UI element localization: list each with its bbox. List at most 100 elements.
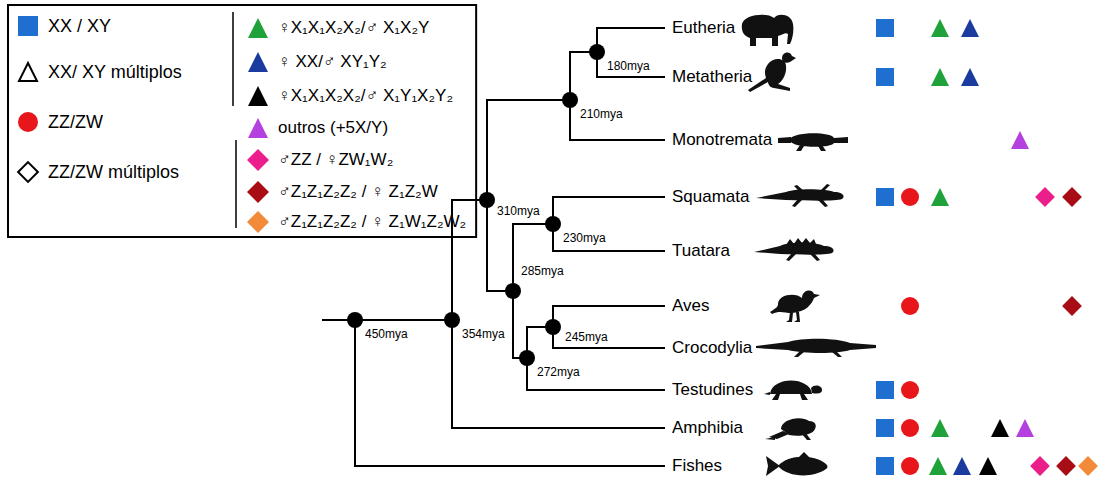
silhouette-part	[770, 291, 820, 314]
sex-system-marker	[991, 419, 1009, 437]
sex-system-marker	[961, 68, 979, 86]
sex-system-marker	[876, 381, 894, 399]
legend-swatch	[246, 84, 270, 108]
legend-text: ♂Z₁Z₁Z₂Z₂ / ♀ Z₁W₁Z₂W₂	[278, 210, 466, 234]
silhouette-part	[770, 381, 812, 395]
legend-symbol	[18, 112, 38, 132]
sex-system-marker	[1056, 456, 1076, 476]
legend-symbol	[18, 162, 38, 182]
sex-system-marker	[1030, 456, 1050, 476]
legend-symbol	[18, 16, 38, 36]
legend-entry: ZZ/ZW	[16, 110, 103, 134]
silhouette-part	[778, 457, 828, 476]
legend-text: ZZ/ZW	[48, 110, 103, 134]
silhouette-part	[786, 253, 796, 261]
divergence-node	[444, 312, 460, 328]
legend-swatch	[246, 16, 270, 40]
legend-swatch	[246, 210, 270, 234]
animal-silhouette	[748, 52, 796, 92]
silhouette-part	[765, 437, 775, 440]
taxon-label: Eutheria	[672, 17, 735, 39]
sex-system-marker	[901, 381, 919, 399]
silhouette-part	[800, 394, 808, 400]
silhouette-part	[764, 392, 770, 395]
legend-swatch	[246, 50, 270, 74]
silhouette-part	[794, 185, 804, 192]
silhouette-part	[790, 133, 848, 147]
silhouette-part	[756, 339, 876, 353]
sex-system-marker	[931, 419, 949, 437]
silhouette-part	[810, 253, 820, 261]
animal-silhouette	[766, 452, 828, 476]
sex-system-marker	[931, 19, 949, 37]
tree-branch	[553, 306, 665, 348]
legend-text: ♀X₁X₁X₂X₂/♂ X₁X₂Y	[278, 16, 429, 40]
sex-system-marker	[961, 19, 979, 37]
silhouette-part	[811, 386, 822, 394]
legend-entry: ZZ/ZW múltiplos	[16, 160, 179, 184]
legend-box	[8, 5, 476, 237]
legend-text: outros (+5X/Y)	[278, 116, 388, 140]
sex-system-marker	[1016, 419, 1034, 437]
silhouette-part	[794, 351, 804, 357]
legend-swatch	[16, 14, 40, 38]
sex-system-marker	[901, 297, 919, 315]
sex-system-marker	[876, 68, 894, 86]
animal-silhouette	[754, 238, 834, 261]
legend-text: ♂Z₁Z₁Z₂Z₂ / ♀ Z₁Z₂W	[278, 180, 438, 204]
tree-branch	[355, 320, 665, 466]
sex-system-marker	[929, 457, 947, 475]
silhouette-part	[794, 312, 800, 322]
silhouette-part	[798, 452, 810, 458]
taxon-markers	[876, 19, 1098, 476]
silhouette-part	[786, 238, 816, 245]
taxon-label: Aves	[672, 295, 710, 317]
divergence-node	[505, 283, 521, 299]
sex-system-marker	[876, 419, 894, 437]
divergence-time: 310mya	[497, 205, 540, 218]
tree-branch	[527, 327, 665, 390]
divergence-node	[519, 350, 535, 366]
sex-system-marker	[931, 188, 949, 206]
sex-system-marker	[1062, 296, 1082, 316]
divergence-node	[562, 92, 578, 108]
taxon-label: Crocodylia	[672, 337, 752, 359]
tree-branch	[487, 100, 570, 291]
sex-system-marker	[953, 457, 971, 475]
legend-entry: XX / XY	[16, 14, 111, 38]
legend-text: ♂ZZ / ♀ZW₁W₂	[278, 148, 393, 172]
silhouette-part	[818, 199, 828, 207]
legend-symbol	[247, 181, 269, 203]
legend-entry: ♂Z₁Z₁Z₂Z₂ / ♀ Z₁W₁Z₂W₂	[246, 210, 466, 234]
divergence-time: 230mya	[563, 232, 606, 245]
divergence-node	[545, 216, 561, 232]
legend-entry: outros (+5X/Y)	[246, 116, 388, 140]
silhouette-part	[832, 351, 842, 357]
animal-silhouette	[778, 133, 848, 151]
legend-text: ZZ/ZW múltiplos	[48, 160, 179, 184]
silhouette-part	[782, 52, 796, 62]
legend-text: ♀X₁X₁X₂X₂/♂ X₁Y₁X₂Y₂	[278, 84, 453, 108]
silhouette-part	[818, 145, 826, 151]
sex-system-marker	[1011, 131, 1029, 149]
silhouette-part	[772, 394, 780, 400]
divergence-node	[479, 192, 495, 208]
silhouette-part	[766, 456, 780, 476]
legend-swatch	[246, 148, 270, 172]
animal-silhouettes	[742, 15, 876, 476]
sex-system-marker	[1078, 456, 1098, 476]
legend-text: XX/ XY múltiplos	[48, 60, 182, 84]
sex-system-marker	[901, 188, 919, 206]
divergence-node	[347, 312, 363, 328]
legend-symbol	[247, 211, 269, 233]
legend-entry: ♂ZZ / ♀ZW₁W₂	[246, 148, 393, 172]
legend-text: XX / XY	[48, 14, 111, 38]
legend-swatch	[16, 110, 40, 134]
legend-entry: XX/ XY múltiplos	[16, 60, 182, 84]
legend-swatch	[246, 180, 270, 204]
legend-symbol	[248, 52, 268, 72]
divergence-node	[589, 44, 605, 60]
tree-branch	[597, 28, 665, 77]
legend-divider	[235, 140, 237, 228]
